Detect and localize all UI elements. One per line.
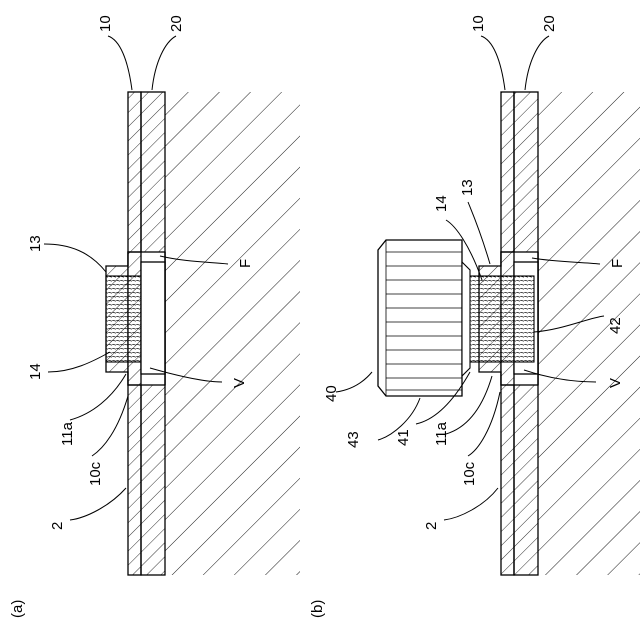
label-13-a: 13 [27, 235, 44, 252]
label-13-b: 13 [459, 179, 476, 196]
label-41-b: 41 [395, 429, 412, 446]
label-43-b: 43 [345, 431, 362, 448]
cavity-a [141, 262, 165, 374]
label-11a-a: 11a [59, 421, 76, 446]
label-F-b: F [609, 259, 626, 268]
label-10-a: 10 [97, 15, 114, 32]
label-40-b: 40 [323, 385, 340, 402]
label-42-b: 42 [607, 317, 624, 334]
screw-shank-b [462, 276, 534, 362]
label-14-a: 14 [27, 363, 44, 380]
substrate-hatch-a [165, 92, 300, 575]
label-11a-b: 11a [433, 421, 450, 446]
panel-b: (b) 10 20 13 14 40 43 41 11a 10c 2 [309, 15, 640, 618]
label-F-a: F [237, 259, 254, 268]
label-20-a: 20 [168, 15, 185, 32]
caption-a: (a) [9, 600, 26, 618]
label-10-b: 10 [470, 15, 487, 32]
panel-a: (a) 10 20 13 14 11a 10c 2 F V [9, 15, 300, 618]
label-10c-a: 10c [87, 461, 104, 486]
label-10c-b: 10c [461, 461, 478, 486]
label-V-b: V [607, 378, 624, 388]
label-20-b: 20 [541, 15, 558, 32]
label-V-a: V [231, 378, 248, 388]
knob-head-b [378, 240, 470, 396]
label-2-a: 2 [49, 522, 66, 530]
thread-boss-a [106, 276, 141, 362]
label-14-b: 14 [433, 195, 450, 212]
substrate-hatch-b [538, 92, 640, 575]
caption-b: (b) [309, 600, 326, 618]
label-2-b: 2 [423, 522, 440, 530]
